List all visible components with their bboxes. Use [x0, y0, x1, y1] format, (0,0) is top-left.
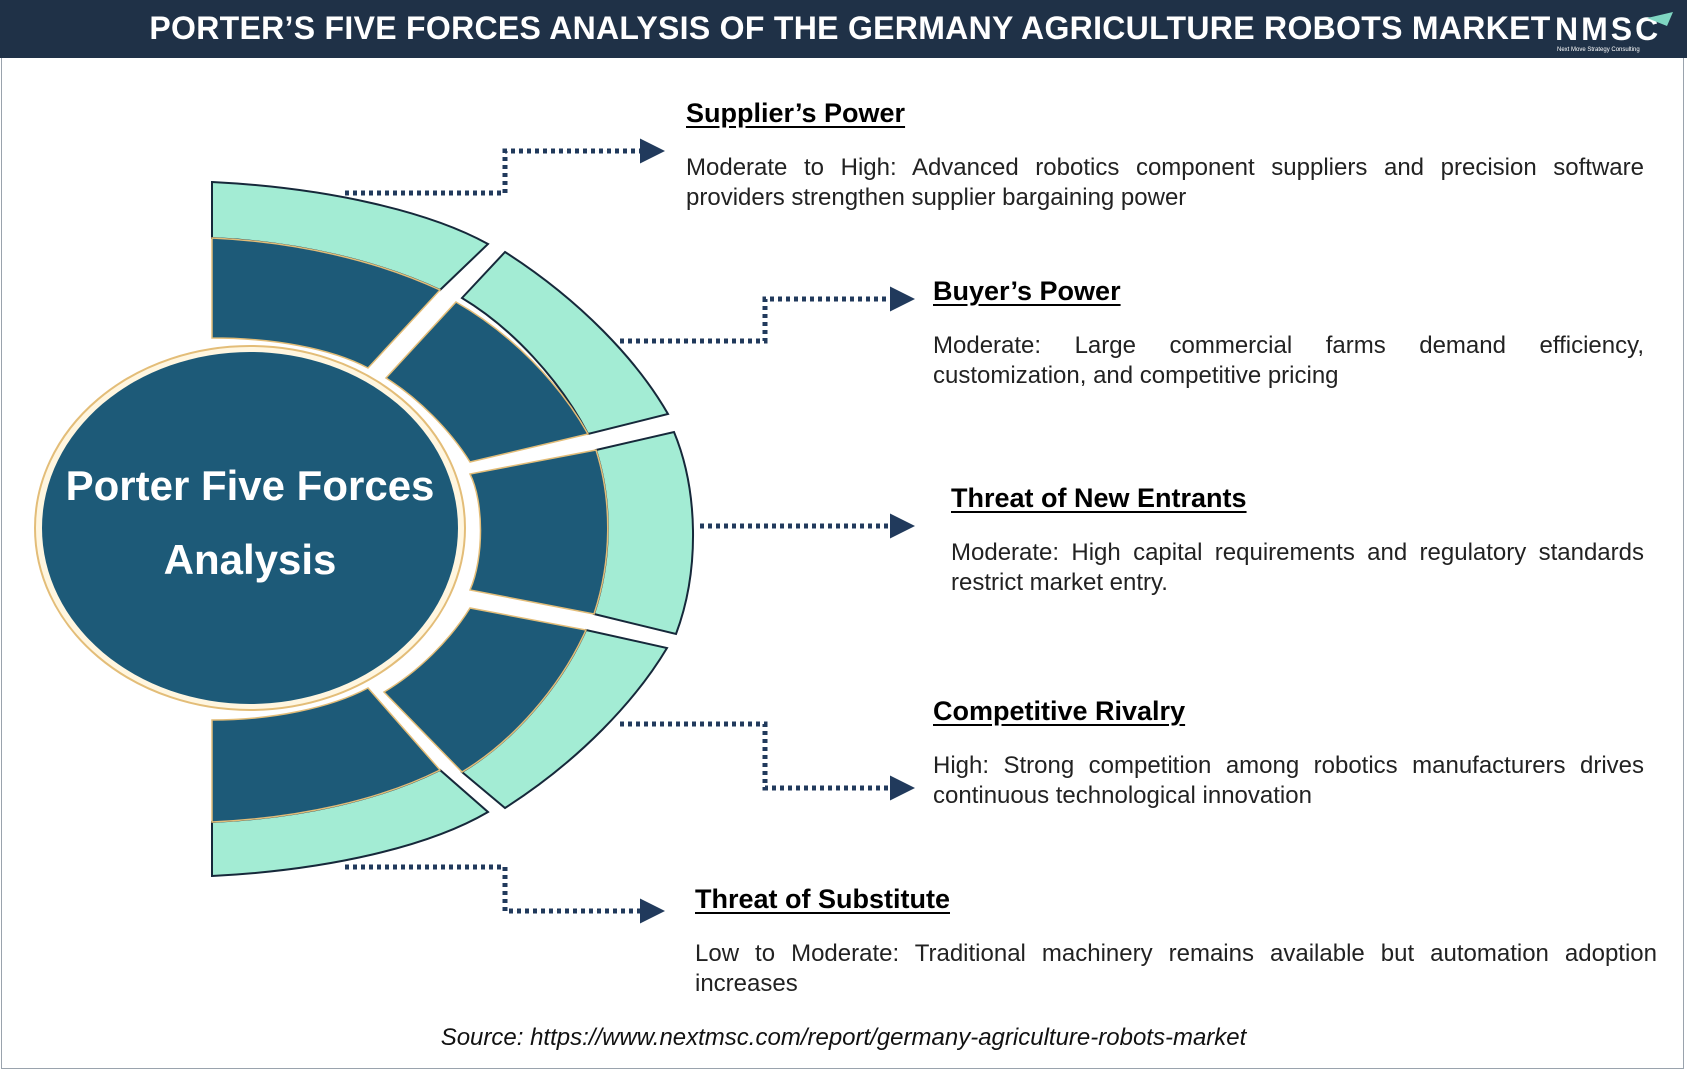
- inner-segment-rivalry: [382, 607, 588, 773]
- center-ellipse: [42, 352, 458, 704]
- logo-swoosh-icon: [1647, 12, 1673, 26]
- buyer-power-title: Buyer’s Power: [933, 276, 1121, 306]
- competitive-rivalry-description: High: Strong competition among robotics …: [933, 752, 1644, 809]
- inner-segment-new-entrants: [468, 449, 609, 615]
- connector-buyer: [620, 286, 915, 344]
- inner-segment-buyer: [384, 301, 590, 463]
- inner-ring: [211, 237, 609, 823]
- center-label-line2: Analysis: [163, 536, 337, 583]
- outer-ring: [211, 180, 695, 878]
- buyer-power-description: Moderate: Large commercial farms demand …: [933, 332, 1644, 389]
- inner-segment-supplier: [211, 237, 442, 369]
- new-entrants-description: Moderate: High capital requirements and …: [951, 539, 1644, 596]
- nmsc-logo: NMSC Next Move Strategy Consulting: [1555, 11, 1673, 53]
- center-label-line1: Porter Five Forces: [65, 462, 435, 509]
- connector-substitute: [345, 864, 665, 924]
- connector-rivalry: [620, 721, 915, 801]
- threat-substitute-title: Threat of Substitute: [695, 884, 950, 914]
- logo-tagline: Next Move Strategy Consulting: [1557, 47, 1640, 53]
- inner-segment-substitute: [211, 687, 442, 823]
- supplier-power-title: Supplier’s Power: [686, 98, 906, 128]
- new-entrants-title: Threat of New Entrants: [951, 483, 1247, 513]
- source-citation: Source: https://www.nextmsc.com/report/g…: [440, 1024, 1247, 1051]
- supplier-power-description: Moderate to High: Advanced robotics comp…: [686, 154, 1644, 211]
- outer-segment-new-entrants: [592, 430, 695, 636]
- threat-substitute-description: Low to Moderate: Traditional machinery r…: [695, 940, 1657, 997]
- page-title: PORTER’S FIVE FORCES ANALYSIS OF THE GER…: [149, 10, 1551, 46]
- connectors: [345, 138, 915, 924]
- header-bar: PORTER’S FIVE FORCES ANALYSIS OF THE GER…: [0, 0, 1687, 58]
- logo-text: NMSC: [1555, 11, 1661, 47]
- connector-supplier: [345, 138, 665, 196]
- competitive-rivalry-title: Competitive Rivalry: [933, 696, 1186, 726]
- outer-segment-buyer: [460, 250, 670, 436]
